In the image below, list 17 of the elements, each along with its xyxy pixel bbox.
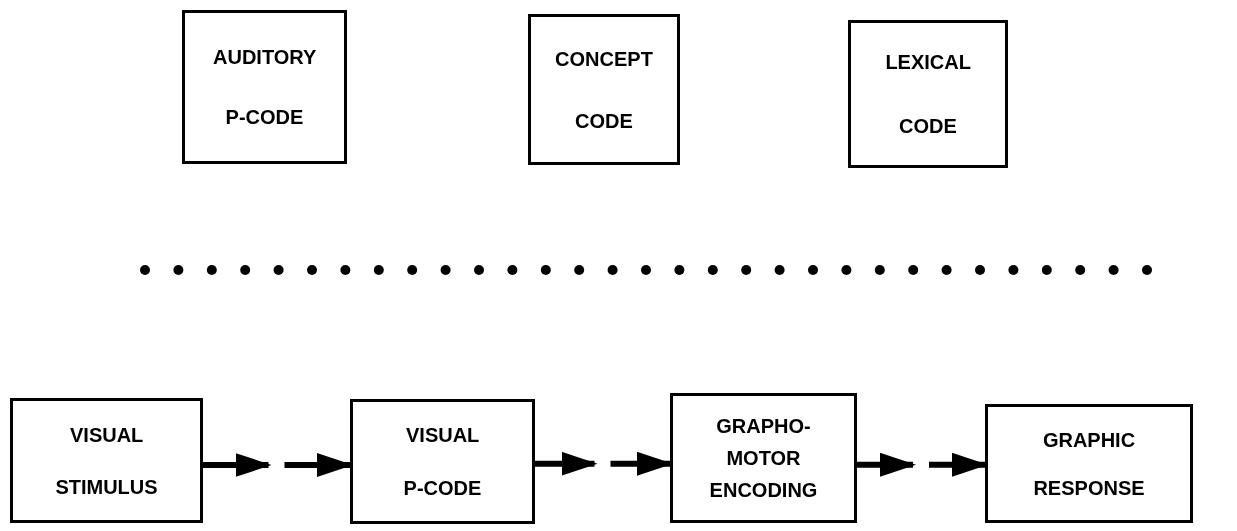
box-label: GRAPHIC RESPONSE xyxy=(1032,427,1146,501)
process-box xyxy=(182,10,347,164)
process-box xyxy=(528,14,680,165)
box-label: LEXICAL CODE xyxy=(884,50,972,139)
arrow xyxy=(203,453,350,477)
process-box xyxy=(670,393,857,523)
process-box xyxy=(10,398,203,523)
process-box xyxy=(848,20,1008,168)
process-box xyxy=(350,399,535,524)
arrow xyxy=(535,452,670,476)
box-label: GRAPHO- MOTOR ENCODING xyxy=(708,414,819,503)
box-label: CONCEPT CODE xyxy=(554,46,654,134)
box-label: AUDITORY P-CODE xyxy=(212,45,317,130)
arrow xyxy=(857,453,985,477)
process-box xyxy=(985,404,1193,523)
box-label: VISUAL P-CODE xyxy=(402,422,483,501)
box-label: VISUAL STIMULUS xyxy=(54,422,159,500)
